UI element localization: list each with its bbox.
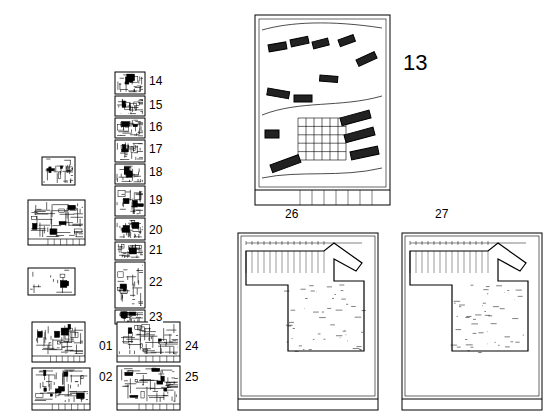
sheet-number: 20 (148, 224, 163, 236)
drawing-sheet (115, 262, 145, 308)
sheet-number: 19 (148, 194, 163, 206)
drawing-sheet (115, 186, 145, 216)
floor-plan-sheet (402, 233, 542, 410)
sheet-number: 17 (148, 143, 163, 155)
drawing-sheet (42, 157, 75, 185)
sheet-number: 18 (148, 166, 163, 178)
drawing-sheet (28, 268, 75, 295)
sheet-number: 14 (148, 75, 163, 87)
sheet-number: 02 (98, 371, 113, 383)
site-plan-sheet (255, 15, 390, 205)
sheet-number: 01 (98, 340, 113, 352)
drawing-sheet (117, 366, 180, 410)
sheet-number: 22 (148, 276, 163, 288)
sheet-number: 15 (148, 99, 163, 111)
drawing-sheet (115, 72, 145, 94)
drawing-sheet (115, 96, 145, 116)
sheet-number: 24 (184, 340, 199, 352)
drawing-sheet (28, 200, 85, 245)
drawing-sheet (32, 368, 90, 410)
drawing-sheet (32, 322, 85, 362)
sheet-number: 16 (148, 121, 163, 133)
sheet-number: 26 (284, 208, 299, 220)
drawing-sheet (115, 118, 145, 138)
drawing-sheet (115, 242, 145, 260)
sheet-number: 27 (434, 208, 449, 220)
floor-plan-sheet (238, 233, 378, 410)
sheet-number: 25 (184, 371, 199, 383)
drawing-sheet (117, 322, 180, 362)
drawing-sheet (115, 164, 145, 184)
sheet-number: 21 (148, 244, 163, 256)
drawing-sheet (115, 140, 145, 162)
drawing-sheet (115, 218, 145, 240)
sheet-number: 13 (402, 52, 428, 74)
sheet-number: 23 (148, 311, 163, 323)
